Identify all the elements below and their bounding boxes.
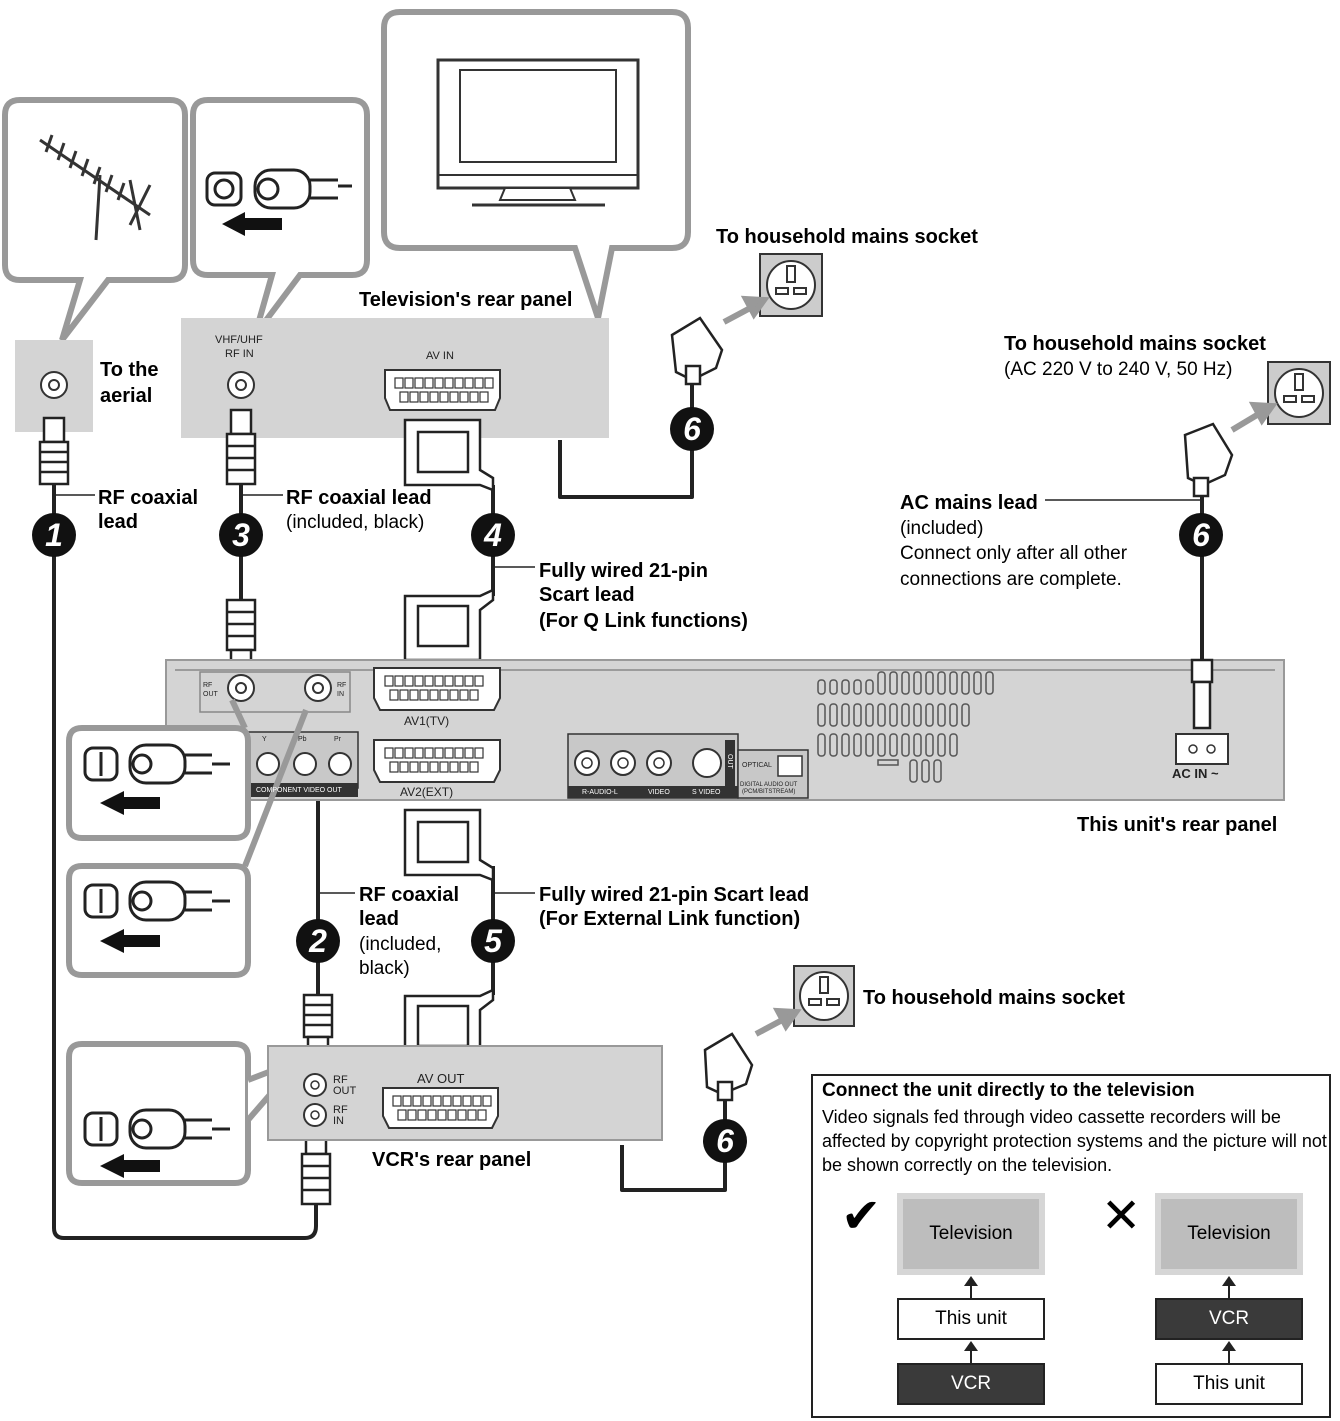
aerial-label-line1: To the	[100, 359, 159, 381]
mains-sockets	[759, 253, 1331, 1027]
leader-lines	[54, 494, 1202, 894]
optical-label: OPTICAL	[742, 762, 772, 769]
video-label: VIDEO	[648, 789, 670, 796]
rf-lead-2-note-2: black)	[359, 958, 410, 979]
scart-q-link-label-2: Scart lead	[539, 584, 635, 606]
raudio-label: R-AUDIO-L	[582, 789, 618, 796]
correct-vcr-box: VCR	[897, 1363, 1045, 1405]
scart-q-link-label-3: (For Q Link functions)	[539, 610, 748, 632]
component-pb-label: Pb	[298, 736, 307, 743]
rf-lead-1-label-2: lead	[98, 511, 139, 533]
scart-ext-label-1: Fully wired 21-pin Scart lead	[539, 884, 810, 906]
scart-q-link-label-1: Fully wired 21-pin	[539, 560, 708, 582]
tv-vhf-label-1: VHF/UHF	[215, 334, 263, 346]
vcr-av-out-label: AV OUT	[417, 1071, 465, 1086]
vcr-rf-out-label-2: OUT	[333, 1085, 357, 1097]
wrong-vcr-box: VCR	[1155, 1298, 1303, 1340]
tv-callout	[381, 9, 691, 330]
ac-lead-note-3: connections are complete.	[900, 569, 1122, 590]
wrong-arrow-2	[1228, 1350, 1230, 1364]
scart-plugs	[403, 418, 495, 1062]
correct-this-unit-box: This unit	[897, 1298, 1045, 1340]
wrong-arrow-1	[1228, 1286, 1230, 1300]
scart-ext-label-2: (For External Link function)	[539, 908, 801, 930]
aerial-label-line2: aerial	[100, 385, 153, 407]
mains-socket-spec: (AC 220 V to 240 V, 50 Hz)	[1004, 359, 1233, 380]
step-badge-6-tv: 6	[670, 407, 714, 451]
step-badge-6-unit: 6	[1179, 513, 1223, 557]
digital-out-label-2: (PCM/BITSTREAM)	[742, 789, 796, 795]
step-badge-1: 1	[32, 513, 76, 557]
unit-rear-panel-shape	[165, 658, 1285, 801]
tv-rear-panel-label: Television's rear panel	[359, 289, 573, 311]
correct-arrowhead-1	[964, 1276, 978, 1286]
plug-arrows	[722, 295, 1278, 1037]
wrong-arrowhead-2	[1222, 1341, 1236, 1351]
mains-socket-label-right: To household mains socket	[1004, 333, 1266, 355]
note-title: Connect the unit directly to the televis…	[822, 1080, 1195, 1101]
correct-arrow-1	[970, 1286, 972, 1300]
unit-rf-out-label-1: RF	[203, 682, 213, 689]
vcr-rf-out-label-1: RF	[333, 1074, 348, 1086]
correct-arrow-2	[970, 1350, 972, 1364]
unit-rf-out-label-2: OUT	[203, 691, 218, 698]
note-text: Video signals fed through video cassette…	[822, 1107, 1327, 1175]
vcr-rf-in-label-1: RF	[333, 1104, 348, 1116]
rf-lead-2-label-2: lead	[359, 908, 400, 930]
rf-lead-2-note-1: (included,	[359, 934, 442, 955]
step-badge-2: 2	[296, 919, 340, 963]
correct-television-box: Television	[897, 1193, 1045, 1275]
ac-in-label: AC IN ~	[1172, 766, 1219, 781]
step-badge-5: 5	[471, 919, 515, 963]
rf-lead-3-label: RF coaxial lead	[286, 487, 432, 509]
ac-lead-note-1: (included)	[900, 518, 984, 539]
step-badge-3: 3	[219, 513, 263, 557]
step-badge-6-vcr: 6	[703, 1119, 747, 1163]
vcr-rf-in-label-2: IN	[333, 1115, 344, 1127]
rf-lead-3-note: (included, black)	[286, 512, 425, 533]
unit-av2-label: AV2(EXT)	[400, 785, 454, 799]
direct-connection-note: Connect the unit directly to the televis…	[811, 1074, 1331, 1418]
wrong-television-box: Television	[1155, 1193, 1303, 1275]
correct-arrowhead-2	[964, 1341, 978, 1351]
svideo-label: S VIDEO	[692, 789, 721, 796]
wrong-this-unit-box: This unit	[1155, 1363, 1303, 1405]
vcr-rear-panel-label: VCR's rear panel	[372, 1149, 532, 1171]
out-label: OUT	[726, 754, 733, 769]
unit-rf-in-label-2: IN	[337, 691, 344, 698]
mains-plugs	[670, 316, 1234, 1102]
wrong-cross-icon: ✕	[1101, 1188, 1142, 1244]
unit-rear-panel-label: This unit's rear panel	[1077, 814, 1278, 836]
tv-av-in-scart	[384, 369, 501, 411]
digital-out-label-1: DIGITAL AUDIO OUT	[740, 782, 798, 788]
mains-socket-label-top: To household mains socket	[716, 226, 978, 248]
aerial-callout	[2, 97, 188, 342]
ac-lead-note-2: Connect only after all other	[900, 543, 1128, 564]
correct-check-icon: ✔	[841, 1188, 882, 1244]
step-badge-4: 4	[471, 513, 515, 557]
rf-lead-1-label: RF coaxial	[98, 487, 199, 509]
component-y-label: Y	[262, 736, 267, 743]
component-pr-label: Pr	[334, 736, 341, 743]
component-out-label: COMPONENT VIDEO OUT	[256, 787, 342, 794]
vcr-rear-panel-shape	[267, 1045, 663, 1141]
wrong-arrowhead-1	[1222, 1276, 1236, 1286]
rf-lead-2-label: RF coaxial	[359, 884, 460, 906]
unit-av1-label: AV1(TV)	[404, 714, 450, 728]
tv-vhf-label-2: RF IN	[225, 348, 254, 360]
tv-av-in-label: AV IN	[426, 350, 454, 362]
tv-input-callout	[190, 97, 370, 337]
unit-rf-in-label-1: RF	[337, 682, 347, 689]
mains-socket-label-bottom: To household mains socket	[863, 987, 1125, 1009]
ac-lead-label: AC mains lead	[900, 492, 1038, 514]
